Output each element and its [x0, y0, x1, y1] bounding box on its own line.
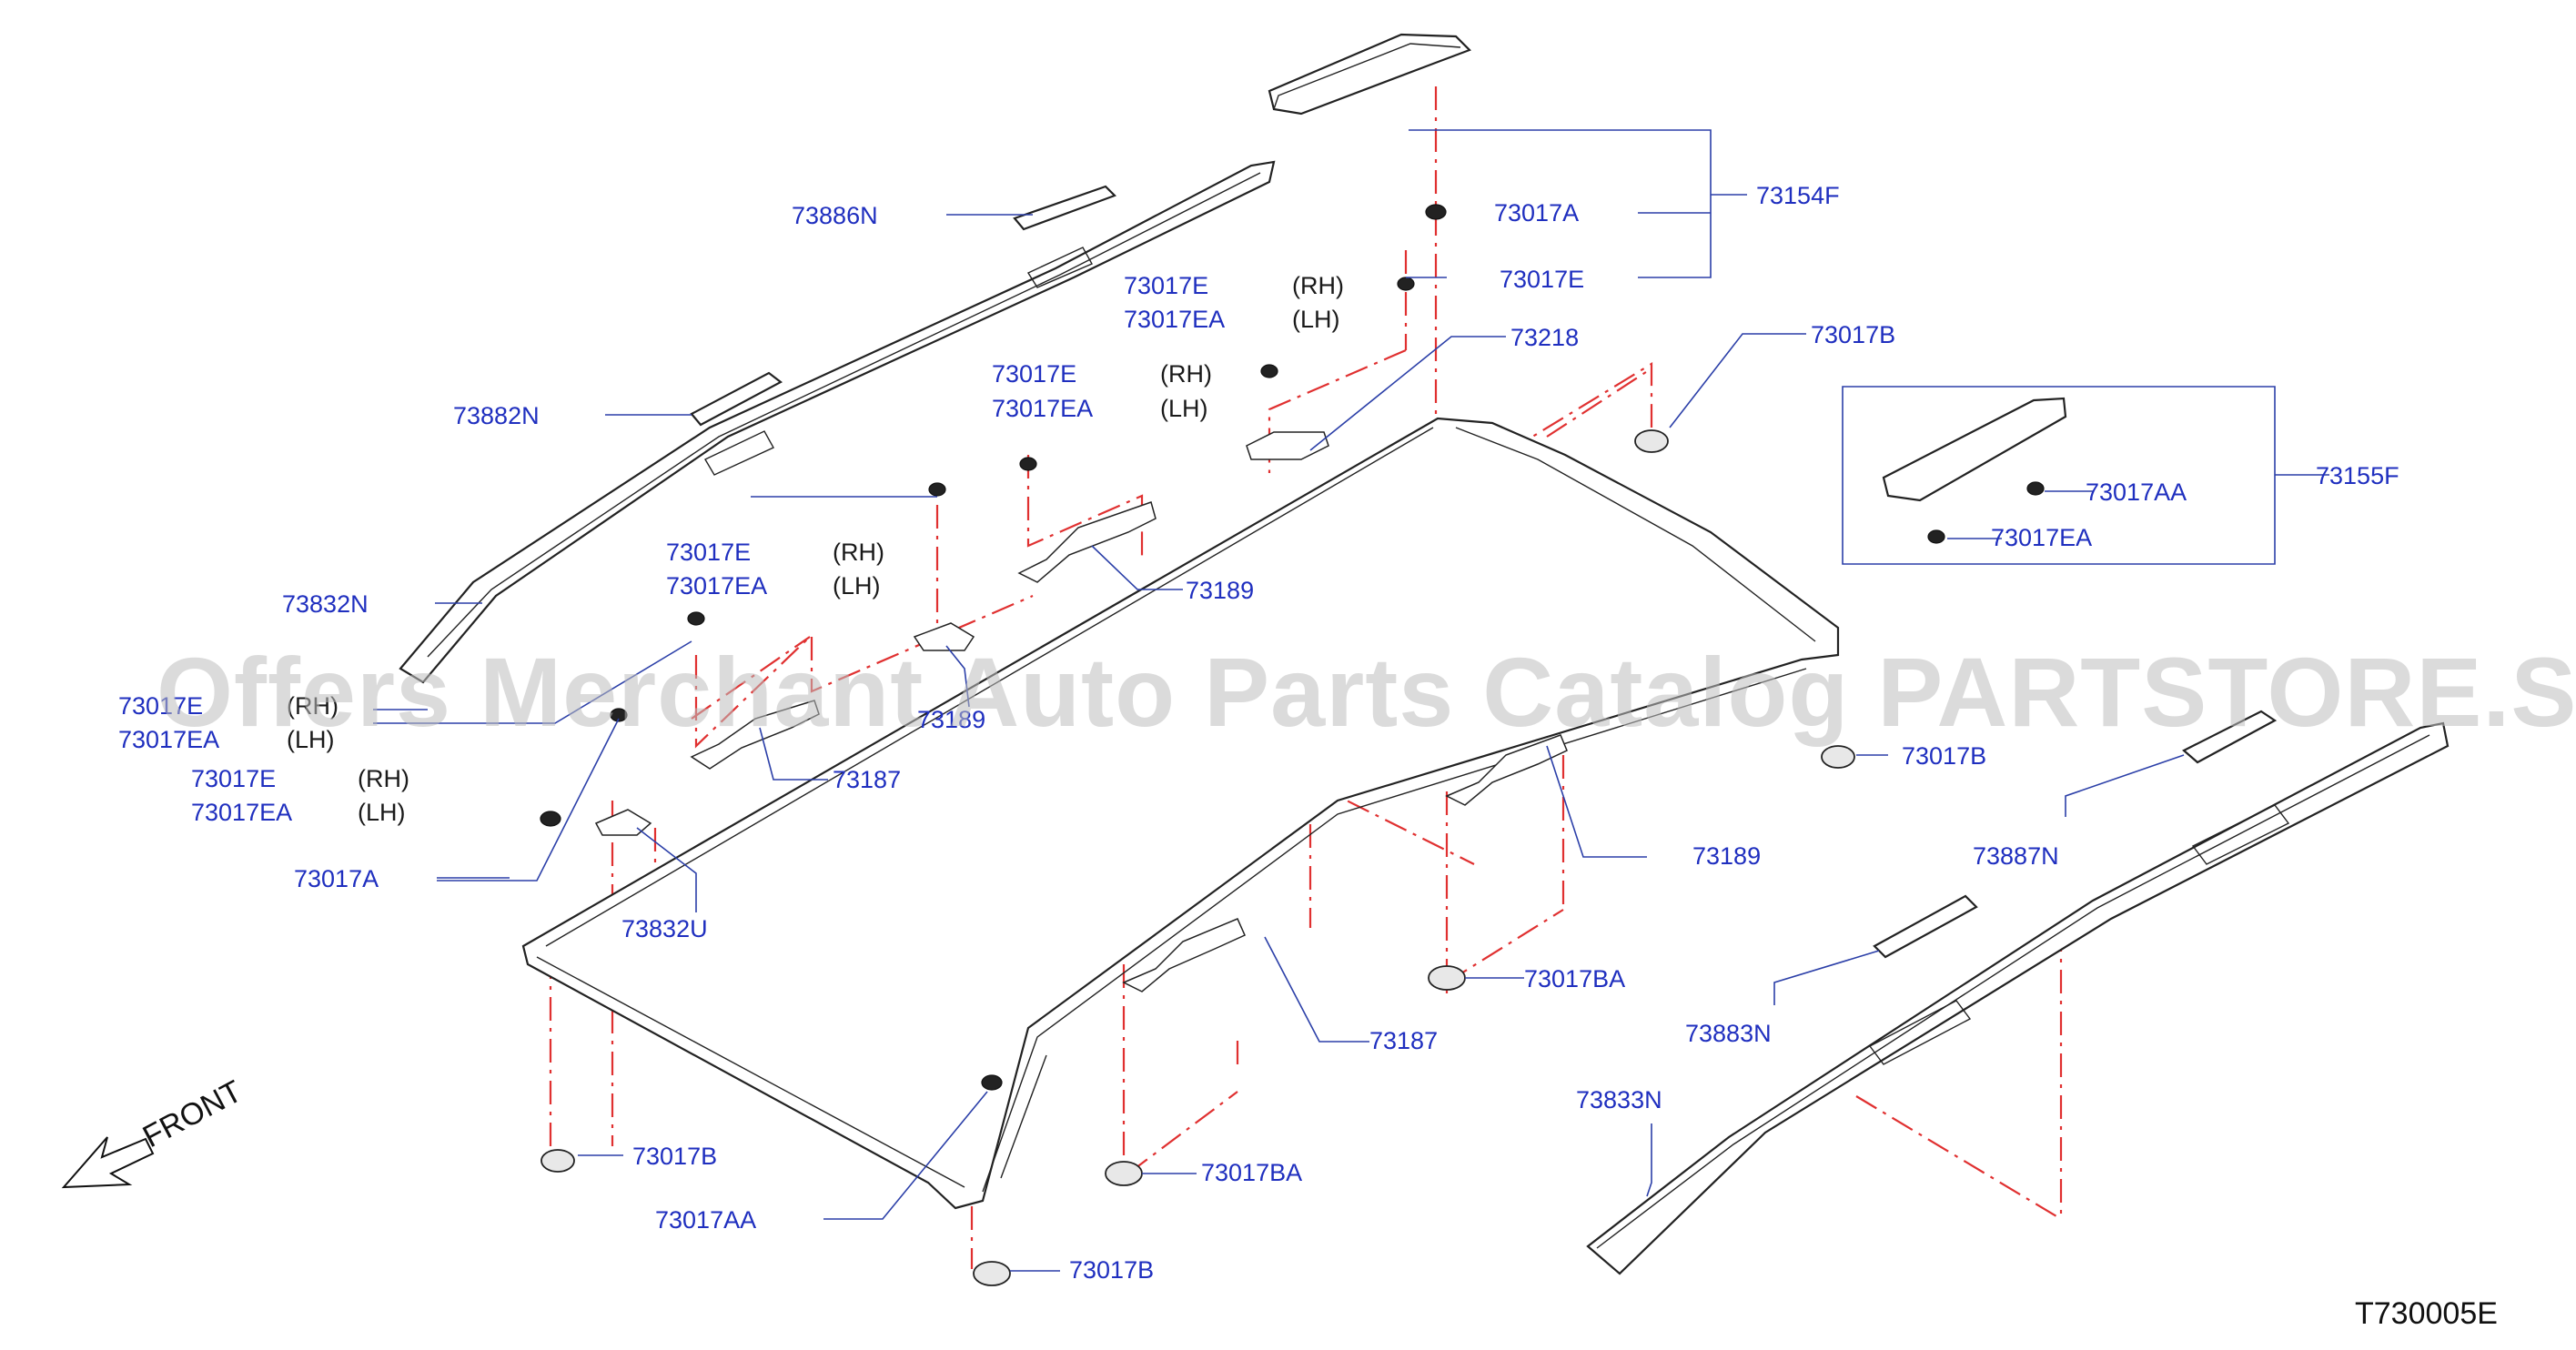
- front-label: FRONT: [137, 1074, 247, 1155]
- part-label: 73887N: [1973, 842, 2059, 870]
- part-label: 73833N: [1576, 1086, 1662, 1113]
- side-label-rh: (RH): [1292, 272, 1344, 299]
- part-label: 73189: [1186, 577, 1254, 604]
- part-label: 73017E: [1500, 266, 1584, 293]
- part-label: 73017EA: [992, 395, 1093, 422]
- roof-panel: [521, 417, 1840, 1210]
- part-label: 73017E: [666, 539, 751, 566]
- part-label: 73832U: [621, 915, 708, 942]
- side-label-rh: (RH): [358, 765, 409, 792]
- part-label: 73882N: [453, 402, 540, 429]
- part-label: 73154F: [1756, 182, 1840, 209]
- part-label: 73017B: [632, 1143, 717, 1170]
- part-label: 73017E: [118, 692, 203, 720]
- left-roof-rail: [399, 160, 1276, 684]
- part-labels: 73886N 73882N 73832N 73154F 73017A 73017…: [118, 182, 2399, 1284]
- part-label: 73017A: [1494, 199, 1579, 227]
- part-label: 73832N: [282, 590, 369, 618]
- front-arrow-icon: [61, 1136, 155, 1189]
- side-label-rh: (RH): [1160, 360, 1212, 388]
- side-label-lh: (LH): [1292, 306, 1340, 333]
- front-direction-indicator: FRONT: [61, 1074, 247, 1189]
- side-label-lh: (LH): [833, 572, 881, 599]
- fasteners: [540, 204, 2045, 1286]
- part-label: 73017AA: [2086, 479, 2187, 506]
- part-label: 73187: [1369, 1027, 1438, 1054]
- part-label: 73017EA: [666, 572, 767, 599]
- part-label: 73883N: [1685, 1020, 1772, 1047]
- part-label: 73017EA: [1991, 524, 2092, 551]
- part-label: 73017EA: [1124, 306, 1225, 333]
- part-label: 73189: [917, 706, 985, 733]
- part-label: 73017AA: [655, 1206, 756, 1234]
- part-label: 73017E: [992, 360, 1076, 388]
- watermark-text: Offers Merchant Auto Parts Catalog PARTS…: [157, 637, 2576, 747]
- part-label: 73017EA: [118, 726, 219, 753]
- side-label-lh: (LH): [287, 726, 335, 753]
- part-label: 73017BA: [1201, 1159, 1302, 1186]
- part-label: 73017B: [1069, 1256, 1154, 1284]
- part-label: 73017B: [1811, 321, 1895, 348]
- right-roof-rail: [1586, 721, 2450, 1275]
- part-label: 73218: [1510, 324, 1579, 351]
- part-label: 73155F: [2316, 462, 2399, 489]
- part-label: 73017BA: [1524, 965, 1625, 992]
- side-label-lh: (LH): [1160, 395, 1208, 422]
- rail-covers: [690, 33, 2290, 1065]
- part-label: 73886N: [792, 202, 878, 229]
- leader-lines: [373, 129, 2329, 1272]
- part-label: 73017A: [294, 865, 379, 892]
- side-label-rh: (RH): [833, 539, 884, 566]
- part-label: 73189: [1692, 842, 1761, 870]
- side-label-lh: (LH): [358, 799, 406, 826]
- part-label: 73017E: [191, 765, 276, 792]
- side-label-rh: (RH): [287, 692, 338, 720]
- part-label: 73017B: [1902, 742, 1986, 770]
- brackets: [594, 431, 1568, 992]
- part-label: 73017E: [1124, 272, 1208, 299]
- diagram-reference-code: T730005E: [2355, 1296, 2498, 1331]
- part-label: 73187: [833, 766, 901, 793]
- part-label: 73017EA: [191, 799, 292, 826]
